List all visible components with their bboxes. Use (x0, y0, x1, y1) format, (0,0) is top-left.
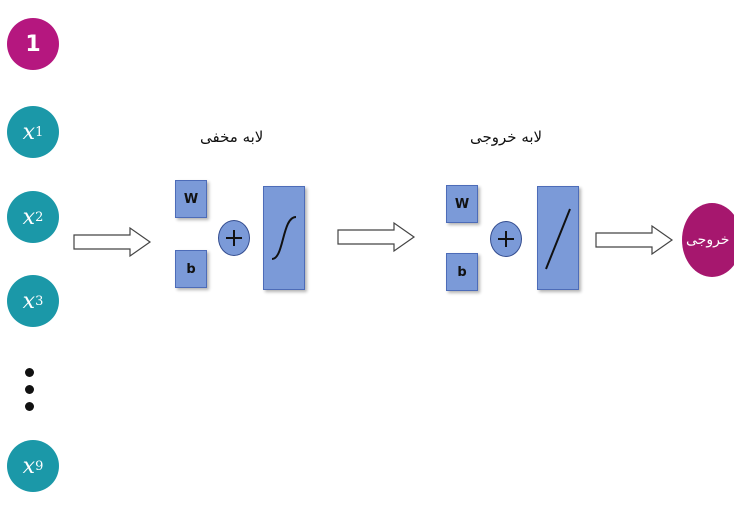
output-bias-block: b (446, 253, 478, 291)
output-layer-title: لابه خروجی (470, 128, 543, 146)
hidden-weight-block: W (175, 180, 207, 218)
input-var: x (22, 119, 36, 145)
linear-icon (537, 186, 579, 290)
input-subscript: 9 (35, 458, 44, 474)
output-node: خروجی (682, 203, 734, 277)
hidden-sum-icon (218, 220, 250, 256)
arrow-right-icon (337, 221, 416, 253)
output-sum-icon (490, 221, 522, 257)
arrow-right-icon (595, 224, 674, 256)
bias-node: 1 (7, 18, 59, 70)
input-var: x (22, 288, 36, 314)
bias-node-label: 1 (25, 31, 41, 57)
hidden-bias-block: b (175, 250, 207, 288)
ellipsis-dots (24, 368, 36, 416)
input-var: x (22, 204, 36, 230)
hidden-layer-title: لابه مخفی (200, 128, 264, 146)
input-subscript: 3 (35, 293, 44, 309)
input-var: x (22, 453, 36, 479)
sigmoid-icon (263, 186, 305, 290)
output-weight-block: W (446, 185, 478, 223)
arrow-right-icon (73, 226, 152, 258)
output-label: خروجی (686, 232, 730, 248)
input-subscript: 1 (35, 124, 44, 140)
input-subscript: 2 (35, 209, 44, 225)
